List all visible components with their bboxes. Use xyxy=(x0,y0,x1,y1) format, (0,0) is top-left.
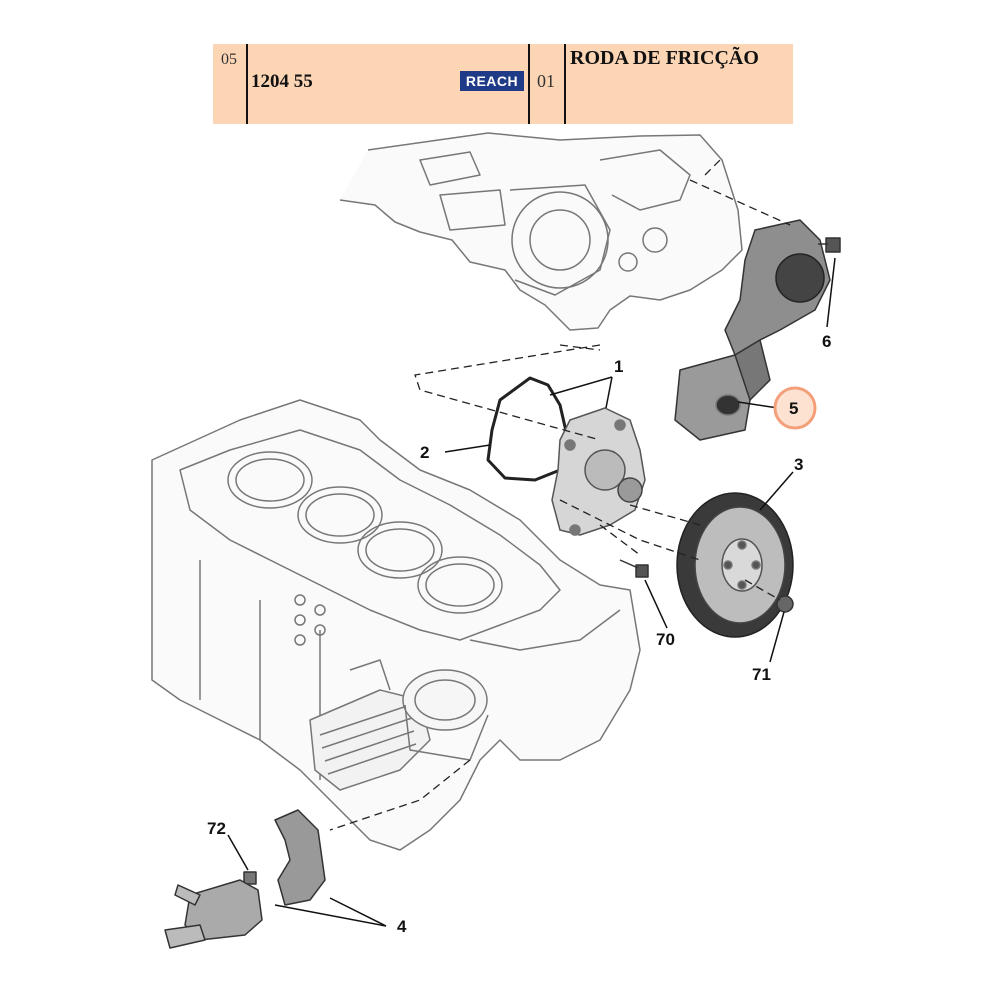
callout-70: 70 xyxy=(656,630,675,649)
callout-5: 5 xyxy=(789,399,798,418)
callout-71: 71 xyxy=(752,665,771,684)
header-divider xyxy=(246,44,248,124)
callout-6: 6 xyxy=(822,332,831,351)
item-index: 05 xyxy=(221,51,237,68)
oil-filter-housing xyxy=(309,659,489,791)
auxiliary-water-pump xyxy=(164,879,263,949)
callout-1: 1 xyxy=(614,357,623,376)
water-pump xyxy=(551,407,646,536)
assembly-lines xyxy=(329,159,791,831)
bolt-6 xyxy=(818,237,841,253)
callout-72: 72 xyxy=(207,819,226,838)
friction-wheel-tensioner xyxy=(674,219,831,441)
part-header-row: 05 1204 55 REACH 01 RODA DE FRICÇÃO xyxy=(213,44,793,124)
nut-71 xyxy=(776,595,794,613)
callout-2: 2 xyxy=(420,443,429,462)
upper-engine-block xyxy=(339,132,743,331)
header-divider xyxy=(564,44,566,124)
callout-4: 4 xyxy=(397,917,407,936)
bolt-72 xyxy=(243,871,257,885)
callout-3: 3 xyxy=(794,455,803,474)
bolt-70 xyxy=(619,559,649,578)
header-divider xyxy=(528,44,530,124)
part-reference: 1204 55 xyxy=(251,71,313,92)
part-description: RODA DE FRICÇÃO xyxy=(570,47,759,69)
mounting-bracket xyxy=(274,809,326,906)
part-quantity: 01 xyxy=(537,71,555,91)
pump-pulley xyxy=(676,492,794,638)
reach-badge: REACH xyxy=(460,71,524,91)
highlight-circle xyxy=(773,386,817,430)
leader-lines xyxy=(227,257,836,927)
lower-cylinder-block xyxy=(151,399,641,851)
